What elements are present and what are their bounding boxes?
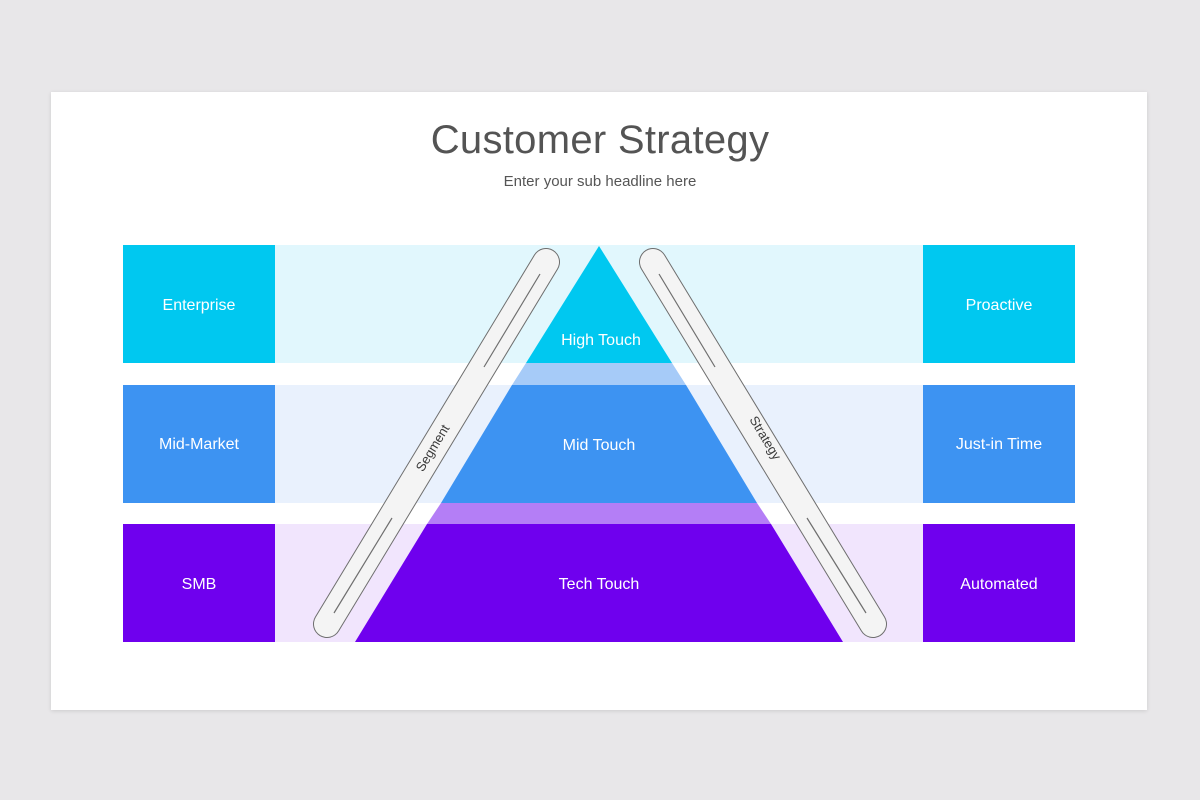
page-subtitle: Enter your sub headline here [503,173,697,190]
strategy-label-proactive: Proactive [966,297,1033,314]
strategy-box-automated [923,524,1075,642]
segment-box-smb [123,524,275,642]
pyramid-tier-tech-touch [355,524,843,642]
pyramid-tier-mid-touch [441,385,757,503]
segment-label-mid-market: Mid-Market [159,436,240,453]
pyramid-connector-lower [427,503,771,524]
strategy-box-just-in-time [923,385,1075,503]
page-title: Customer Strategy [430,118,770,162]
segment-label-smb: SMB [182,576,217,593]
strategy-rail-groove [806,517,867,614]
strategy-rail-groove [658,273,716,368]
pyramid-label-high-touch: High Touch [561,332,641,349]
pyramid-tier-high-touch [526,246,672,363]
strategy-label-just-in-time: Just-in Time [956,436,1042,453]
segment-box-enterprise [123,245,275,363]
segment-rail-groove [333,517,393,614]
pyramid-connector-upper [512,363,686,385]
segment-rail-groove [483,273,541,368]
segment-label-enterprise: Enterprise [163,297,236,314]
strategy-label-automated: Automated [960,576,1037,593]
pyramid-label-tech-touch: Tech Touch [559,576,640,593]
segment-box-mid-market [123,385,275,503]
pyramid-label-mid-touch: Mid Touch [563,437,636,454]
strategy-box-proactive [923,245,1075,363]
